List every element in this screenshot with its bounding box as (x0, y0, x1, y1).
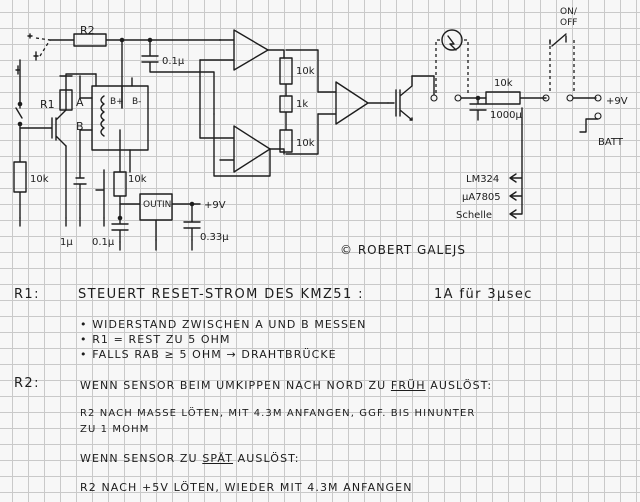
note-r2-title: R2: (14, 376, 40, 391)
note-r2-line1: WENN SENSOR BEIM UMKIPPEN NACH NORD ZU F… (80, 379, 492, 392)
note-r1-bullet: • WIDERSTAND ZWISCHEN A UND B MESSEN (80, 318, 367, 331)
label-cap-1000u: 1000µ (490, 110, 522, 121)
note-r2-line1-post: AUSLÖST: (425, 379, 493, 392)
label-opamp-r2: 1k (296, 99, 308, 110)
note-r2-line4-post: AUSLÖST: (233, 452, 300, 465)
note-r1-head: STEUERT RESET-STROM DES KMZ51 : (78, 287, 364, 302)
note-r2-line1-pre: WENN SENSOR BEIM UMKIPPEN NACH NORD ZU (80, 379, 391, 392)
note-r1-bullet-text: R1 = REST ZU 5 OHM (92, 333, 231, 346)
cap-033u (183, 203, 201, 241)
label-reg-in: IN (162, 200, 171, 210)
r-10k-left (13, 123, 27, 219)
circuit-schematic: R2 R1 A B B+ B- 10k 10k 0.1µ 1µ 0.1µ OUT… (13, 7, 628, 257)
note-r2-line3: ZU 1 MOHM (80, 424, 150, 435)
cap-1000u (469, 97, 487, 121)
input-transistor (19, 109, 67, 147)
r1-resistor (59, 75, 73, 111)
r-10k-mid (113, 129, 127, 219)
r2-resistor (49, 33, 123, 47)
label-cap-01u-bottom: 0.1µ (92, 237, 115, 248)
note-r1-bullet: • R1 = REST ZU 5 OHM (80, 333, 231, 346)
label-batt: BATT (598, 137, 624, 148)
label-node-b: B (76, 120, 84, 133)
label-r-10k-left: 10k (30, 174, 49, 185)
label-cap-033u: 0.33µ (200, 232, 229, 243)
note-r2-line5: R2 NACH +5V LÖTEN, WIEDER MIT 4.3M ANFAN… (80, 481, 413, 494)
opamp-bottom (199, 125, 271, 173)
label-node-a: A (76, 96, 84, 109)
label-ua7805: µA7805 (462, 192, 501, 203)
output-transistor (387, 75, 413, 121)
label-r1: R1 (40, 98, 55, 111)
label-bplus: B+ (110, 97, 124, 107)
label-schelle: Schelle (456, 210, 492, 221)
copyright-text: © ROBERT GALEJS (340, 243, 466, 257)
label-opamp-r1: 10k (296, 66, 315, 77)
note-r1-bullet: • FALLS RAB ≥ 5 OHM → DRAHTBRÜCKE (80, 348, 337, 361)
battery-minus-lead (579, 118, 599, 133)
label-r-10k-mid: 10k (128, 174, 147, 185)
cap-1u (73, 75, 87, 219)
note-r2-line4-em: SPÄT (202, 452, 234, 465)
sounder-icon (441, 29, 463, 51)
label-bminus: B- (132, 97, 141, 107)
label-reg-out: OUT (143, 200, 163, 210)
note-r2-line4-pre: WENN SENSOR ZU (80, 452, 203, 465)
label-plus9v-batt: +9V (606, 96, 628, 107)
label-lm324: LM324 (466, 174, 499, 185)
r-10k-out (485, 91, 547, 105)
opamp-top (199, 29, 269, 71)
label-plus9v-reg: +9V (204, 200, 226, 211)
note-r1-head-value: 1A für 3µsec (434, 287, 533, 302)
kmz51-sensor (79, 73, 149, 173)
label-on-off: ON/OFF (560, 7, 578, 28)
sounder-symbol (447, 35, 457, 51)
label-cap-01u-top: 0.1µ (162, 56, 185, 67)
input-switch (15, 59, 23, 119)
note-r2-line2: R2 NACH MASSE LÖTEN, MIT 4.3M ANFANGEN, … (80, 408, 476, 419)
label-opamp-r3: 10k (296, 138, 315, 149)
label-cap-1u: 1µ (60, 237, 73, 248)
r2-jumper-dashes (35, 37, 51, 57)
regulator-7805 (119, 193, 201, 241)
note-r1-bullet-text: FALLS RAB ≥ 5 OHM → DRAHTBRÜCKE (92, 348, 337, 361)
on-off-switch (549, 33, 567, 47)
opamp-comparator (317, 81, 389, 125)
note-r1-title: R1: (14, 287, 40, 302)
note-r1-bullet-text: WIDERSTAND ZWISCHEN A UND B MESSEN (92, 318, 367, 331)
label-r-10k-out: 10k (494, 78, 513, 89)
opamp-resistor-ladder (279, 57, 293, 153)
note-r2-line1-em: FRÜH (390, 379, 426, 392)
note-r2-line4: WENN SENSOR ZU SPÄT AUSLÖST: (80, 452, 300, 465)
ground-distribution (509, 107, 523, 219)
cap-01u-bottom (111, 217, 129, 243)
label-r2: R2 (80, 24, 95, 37)
plus-minus-marks (27, 33, 39, 61)
